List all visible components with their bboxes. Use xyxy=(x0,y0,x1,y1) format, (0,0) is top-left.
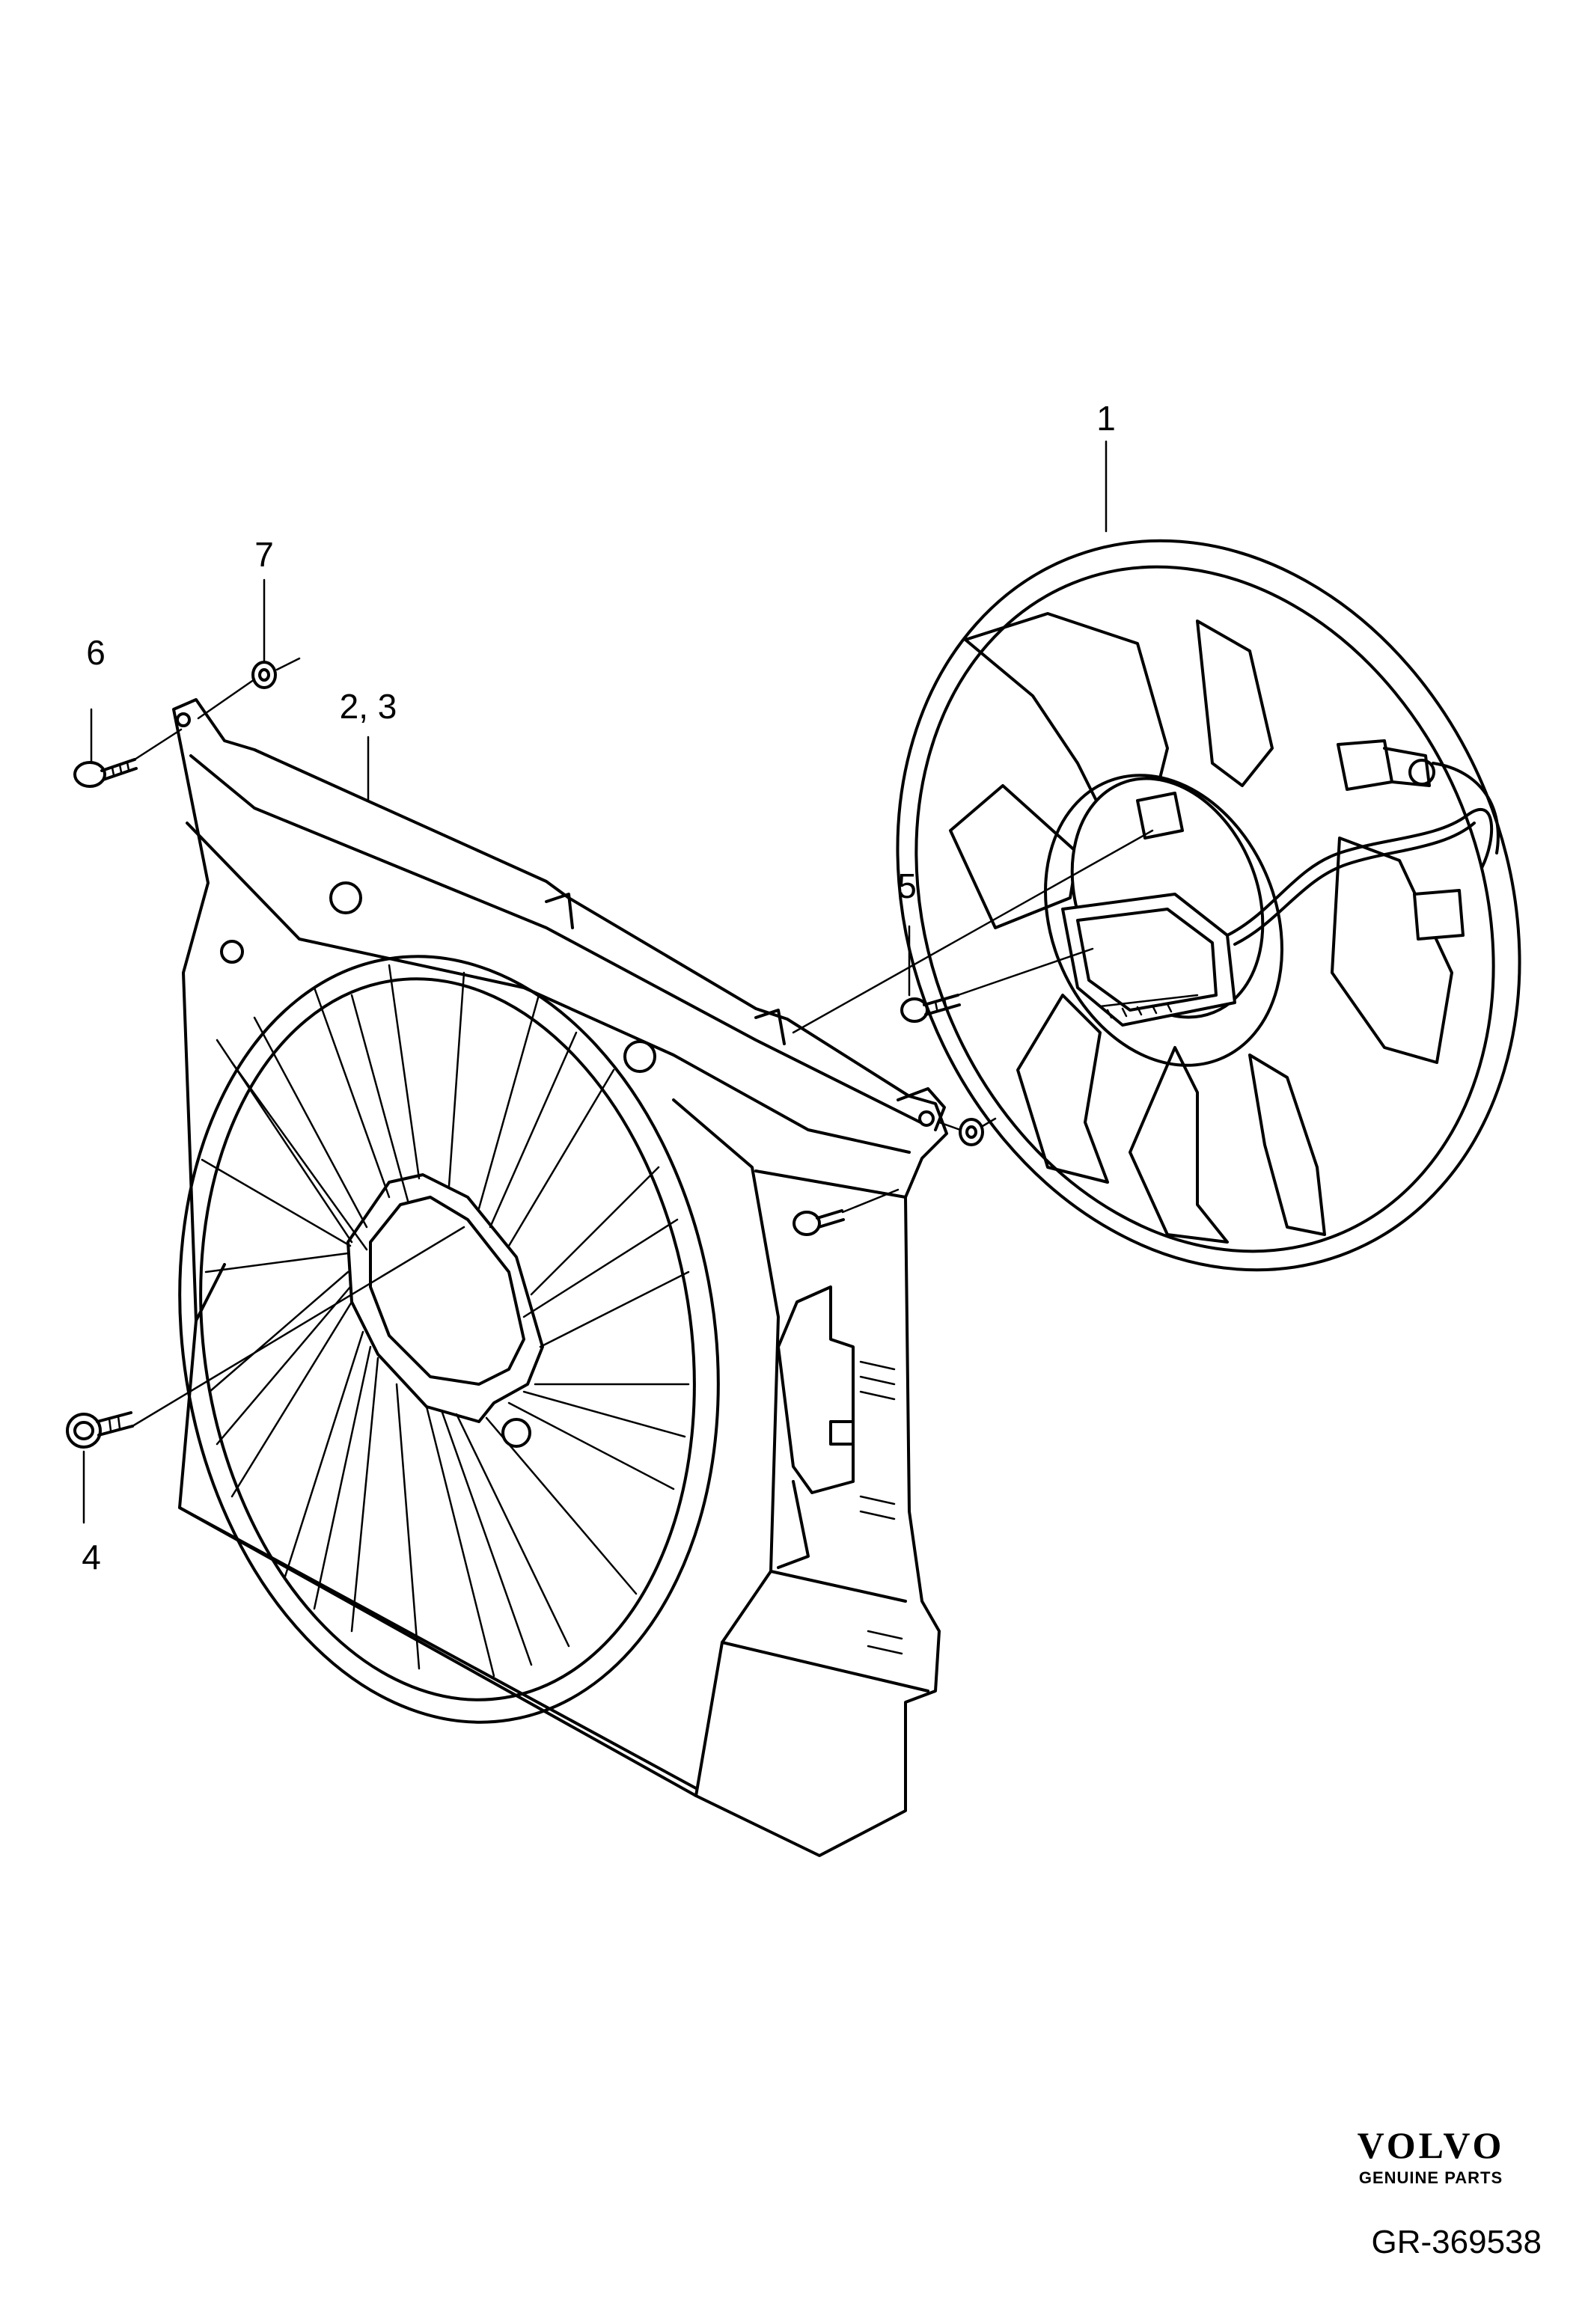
shroud-spokes xyxy=(201,964,690,1678)
bolt-4 xyxy=(66,1411,134,1449)
callout-2-3: 2, 3 xyxy=(340,687,397,726)
fan-assembly xyxy=(896,539,1521,1272)
bolt-6 xyxy=(73,758,138,788)
diagram-reference-number: GR-369538 xyxy=(1371,2224,1542,2260)
fan-shroud xyxy=(172,698,948,1857)
callout-7: 7 xyxy=(254,535,274,574)
screw-shroud xyxy=(793,1209,845,1236)
callout-4: 4 xyxy=(82,1538,101,1577)
callout-5: 5 xyxy=(897,866,917,905)
fasteners xyxy=(66,661,984,1449)
screw-5 xyxy=(900,994,961,1023)
brand-logo-wordmark: VOLVO xyxy=(1357,2124,1505,2166)
leader-lines xyxy=(82,440,1154,1524)
washer-right xyxy=(959,1118,984,1146)
callout-1: 1 xyxy=(1096,399,1116,438)
callout-6: 6 xyxy=(86,633,106,672)
brand-tagline: GENUINE PARTS xyxy=(1358,2168,1503,2187)
washer-7 xyxy=(251,661,277,689)
